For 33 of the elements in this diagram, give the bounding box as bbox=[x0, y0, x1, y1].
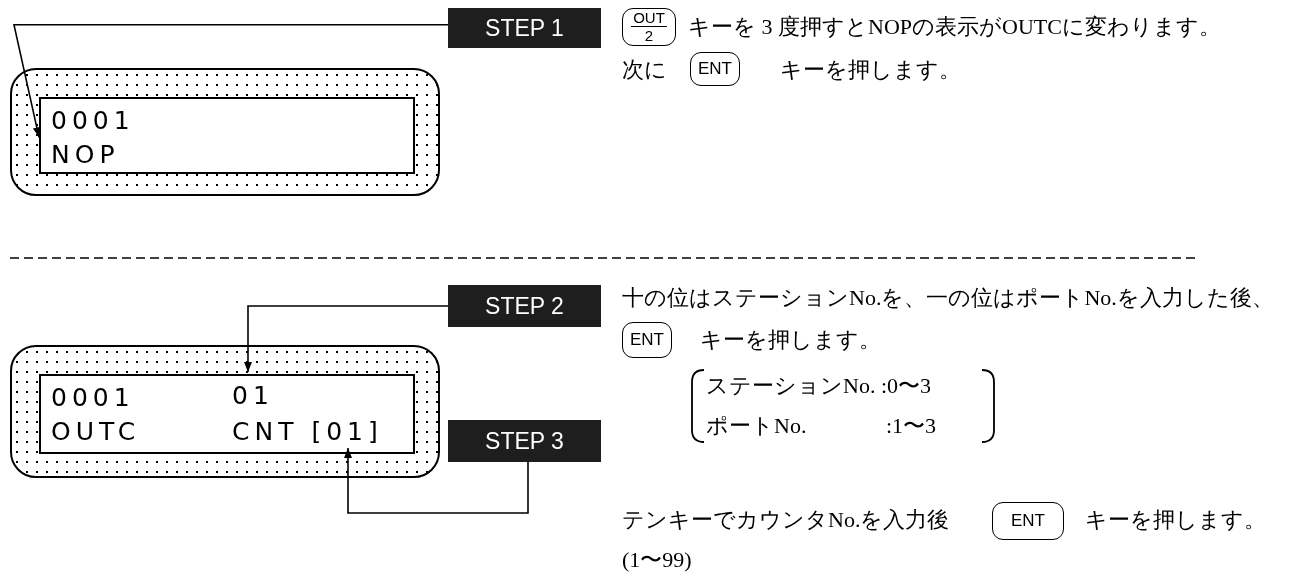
lcd-screen bbox=[39, 374, 415, 454]
instruction-text: 次に bbox=[622, 56, 667, 84]
instruction-text: :0〜3 bbox=[881, 372, 932, 400]
instruction-text: :1〜3 bbox=[886, 412, 937, 440]
arrow bbox=[344, 447, 529, 514]
instruction-text: テンキーでカウンタNo.を入力後 bbox=[622, 506, 950, 534]
arrow bbox=[244, 305, 449, 373]
display-text: 0001 bbox=[51, 382, 135, 414]
instruction-text: ステーションNo. bbox=[706, 372, 876, 400]
display-bezel bbox=[10, 68, 440, 196]
display-text: 0001 bbox=[51, 105, 135, 137]
instruction-text: 十の位はステーションNo.を、一の位はポートNo.を入力した後、 bbox=[622, 284, 1274, 312]
instruction-text: (1〜99) bbox=[622, 546, 692, 574]
key-label: OUT bbox=[631, 10, 667, 27]
key-cap: ENT bbox=[622, 322, 672, 358]
lcd-screen bbox=[39, 97, 415, 174]
step-label: STEP 3 bbox=[448, 420, 601, 462]
display-text: 01 bbox=[232, 380, 274, 412]
instruction-text: キーを 3 度押すとNOPの表示がOUTCに変わります。 bbox=[688, 13, 1221, 41]
display-text: CNT [01] bbox=[232, 416, 383, 448]
display-bezel bbox=[10, 345, 440, 478]
key-label: 2 bbox=[643, 28, 655, 44]
step-label: STEP 2 bbox=[448, 285, 601, 327]
key-cap: ENT bbox=[992, 502, 1064, 540]
step-label: STEP 1 bbox=[448, 8, 601, 48]
instruction-text: キーを押します。 bbox=[700, 326, 881, 354]
instruction-text: ポートNo. bbox=[706, 412, 807, 440]
instruction-text: キーを押します。 bbox=[780, 56, 961, 84]
display-text: OUTC bbox=[51, 416, 141, 448]
display-text: NOP bbox=[51, 139, 120, 171]
instruction-text: キーを押します。 bbox=[1085, 506, 1266, 534]
arrow bbox=[13, 24, 449, 139]
key-cap: ENT bbox=[690, 52, 740, 86]
